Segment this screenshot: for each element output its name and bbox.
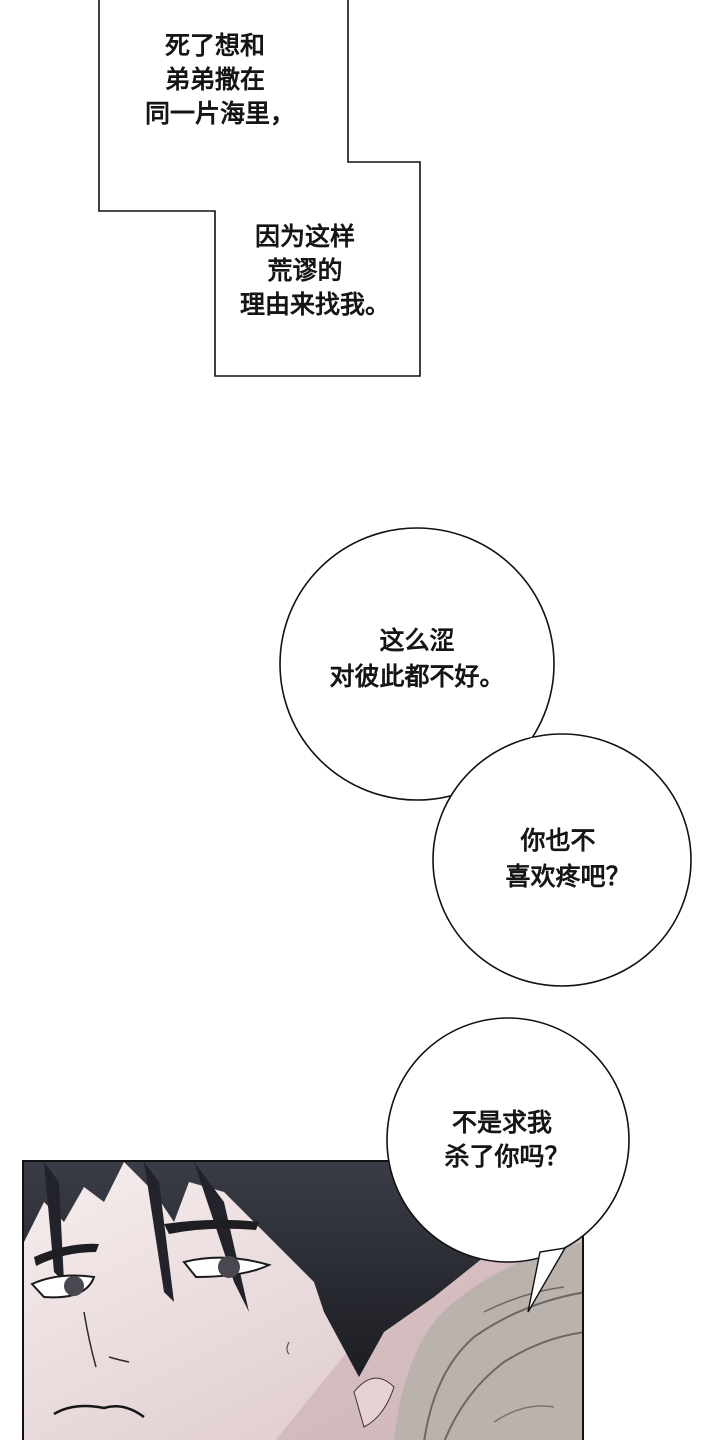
bubble-1-line-2: 对彼此都不好。: [329, 662, 505, 691]
caption-text-2a: 因为这样: [254, 222, 355, 251]
caption-text-2b: 荒谬的: [267, 256, 343, 285]
bubble-2-line-1: 你也不: [520, 826, 596, 855]
bubble-2-line-2: 喜欢疼吧？: [505, 862, 631, 891]
caption-text-1b: 弟弟撒在: [164, 65, 265, 94]
bubble-3-line-2: 杀了你吗？: [444, 1142, 570, 1171]
caption-text-1c: 同一片海里，: [144, 99, 295, 128]
caption-text-1a: 死了想和: [164, 31, 265, 60]
bubble-1-line-1: 这么涩: [379, 626, 455, 655]
bubble-3-line-1: 不是求我: [451, 1108, 552, 1137]
caption-text-2c: 理由来找我。: [239, 290, 390, 319]
